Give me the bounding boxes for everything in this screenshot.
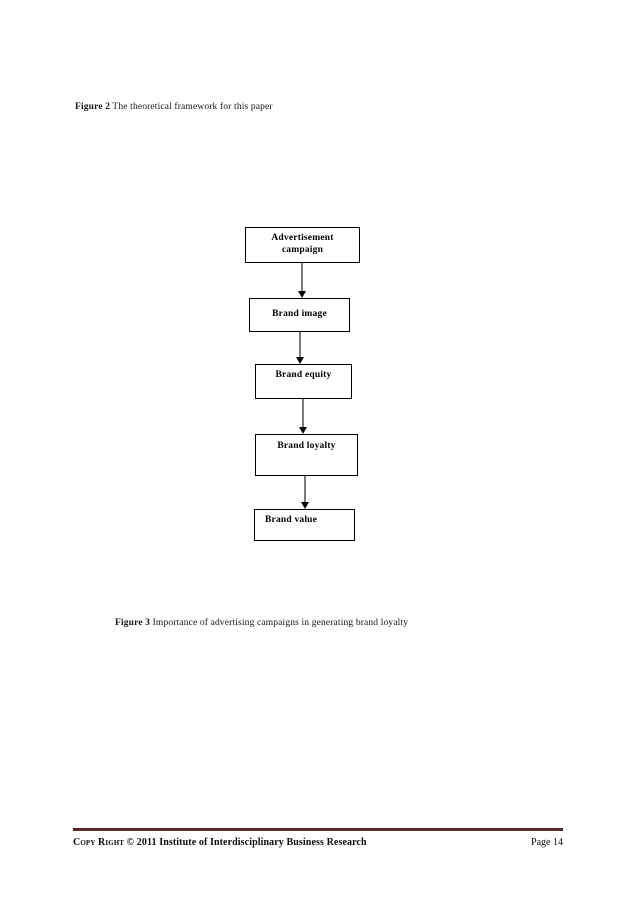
footer-copyright-tail: Institute of Interdisciplinary Business …: [159, 837, 367, 848]
figure-3-caption-lead: Figure 3: [115, 618, 151, 628]
flow-arrow-brand-loyalty-to-brand-value: [299, 476, 311, 509]
flow-node-label: Brand loyalty: [277, 441, 336, 451]
footer-copyright-head: Copy Right © 2011: [73, 837, 160, 848]
flow-node-label: Brand image: [272, 309, 327, 320]
footer-row: Copy Right © 2011 Institute of Interdisc…: [73, 837, 563, 848]
figure-2-caption-lead: Figure 2: [75, 102, 111, 112]
flow-node-brand-equity[interactable]: Brand equity: [255, 364, 352, 399]
arrow-shaft: [302, 399, 304, 427]
flow-arrow-brand-equity-to-brand-loyalty: [297, 399, 309, 434]
flow-arrow-brand-image-to-brand-equity: [294, 332, 306, 364]
figure-3-caption-text: Importance of advertising campaigns in g…: [150, 618, 409, 628]
arrow-head-icon: [300, 502, 309, 509]
flow-node-label: Brand equity: [275, 370, 332, 380]
flow-node-brand-image[interactable]: Brand image: [249, 298, 350, 332]
arrow-head-icon: [295, 357, 304, 364]
flow-node-advertisement-campaign[interactable]: Advertisement campaign: [245, 227, 360, 263]
figure-2-caption-text: The theoretical framework for this paper: [110, 102, 273, 112]
flow-arrow-advertisement-campaign-to-brand-image: [296, 263, 308, 298]
arrow-shaft: [304, 476, 306, 502]
flow-node-label: Brand value: [265, 515, 318, 525]
footer-divider: [73, 828, 563, 831]
footer-page-number: Page 14: [531, 837, 563, 848]
flow-node-label: Advertisement campaign: [271, 233, 334, 255]
arrow-shaft: [301, 263, 303, 291]
flow-node-brand-value[interactable]: Brand value: [254, 509, 355, 541]
arrow-shaft: [299, 332, 301, 357]
arrow-head-icon: [297, 291, 306, 298]
flow-node-brand-loyalty[interactable]: Brand loyalty: [255, 434, 358, 476]
figure-2-caption: Figure 2 The theoretical framework for t…: [75, 102, 273, 113]
arrow-head-icon: [298, 427, 307, 434]
footer-copyright: Copy Right © 2011 Institute of Interdisc…: [73, 837, 367, 848]
figure-3-caption: Figure 3 Importance of advertising campa…: [115, 618, 408, 629]
page-footer: Copy Right © 2011 Institute of Interdisc…: [73, 828, 563, 848]
